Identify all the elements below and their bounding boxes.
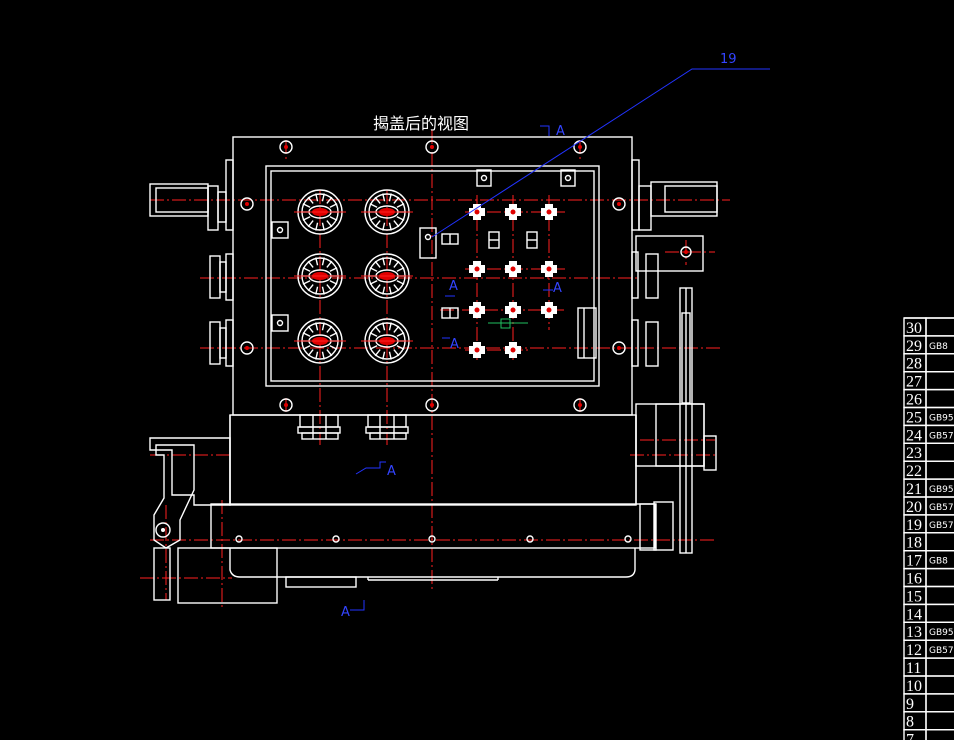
terminal-post (469, 261, 485, 277)
part-number: 17 (906, 553, 922, 570)
part-number: 12 (906, 642, 922, 659)
parts-list-row[interactable]: 10 (903, 675, 954, 695)
part-code: GB95 (929, 485, 954, 495)
part-number: 26 (906, 392, 922, 409)
parts-list-row[interactable]: 18 (903, 532, 954, 552)
part-number: 25 (906, 409, 922, 426)
part-number: 21 (906, 481, 922, 498)
parts-list-row[interactable]: 8 (903, 711, 954, 731)
part-number: 20 (906, 499, 922, 516)
part-number: 30 (906, 320, 922, 337)
terminal-post (505, 204, 521, 220)
rotary-knob (361, 318, 413, 364)
parts-list-row[interactable]: 16 (903, 567, 954, 588)
parts-list-row[interactable]: 20 GB57 (903, 496, 954, 516)
interior-brackets (271, 169, 597, 359)
part-number: 29 (906, 338, 922, 355)
terminal-post (541, 204, 557, 220)
view-title: 揭盖后的视图 (373, 114, 469, 133)
rotary-knobs (294, 189, 413, 364)
terminal-post (505, 302, 521, 318)
part-code: GB57 (929, 431, 954, 441)
part-number: 24 (906, 427, 922, 444)
part-number: 9 (906, 696, 914, 713)
terminal-post (541, 302, 557, 318)
section-label: A (553, 281, 562, 296)
terminal-post (505, 342, 521, 358)
rotary-knob (294, 189, 346, 235)
parts-list-row[interactable]: 28 (903, 353, 954, 373)
section-label: A (450, 337, 459, 352)
parts-list-row[interactable]: 23 (903, 442, 954, 462)
section-label: A (449, 279, 458, 294)
rotary-knob (294, 253, 346, 299)
parts-list-row[interactable]: 26 (903, 388, 954, 409)
main-housing (210, 136, 674, 588)
rotary-knob (294, 318, 346, 364)
terminal-post (505, 261, 521, 277)
part-number: 15 (906, 588, 922, 605)
part-code: GB57 (929, 521, 954, 531)
centerlines (140, 130, 730, 608)
parts-list-row[interactable]: 19 GB57 (903, 514, 954, 534)
parts-list-row[interactable]: 13 GB95 (903, 621, 954, 641)
rotary-knob (361, 189, 413, 235)
part-number: 19 (906, 517, 922, 534)
housing-bolts (235, 140, 692, 543)
part-code: GB8 (929, 557, 948, 567)
terminal-post (469, 342, 485, 358)
parts-list-row[interactable]: 30 (903, 317, 954, 337)
part-code: GB8 (929, 342, 948, 352)
part-number: 14 (906, 606, 922, 623)
left-side-fittings (149, 159, 278, 604)
parts-list-row[interactable]: 24 GB57 (903, 424, 954, 444)
parts-list-row[interactable]: 25 GB95 (903, 406, 954, 427)
terminal-post (541, 261, 557, 277)
part-number: 16 (906, 571, 922, 588)
part-number: 8 (906, 714, 914, 731)
right-side-fittings (631, 159, 718, 554)
section-annotations: 19 A A A A A A (341, 52, 770, 620)
section-label: A (387, 464, 396, 479)
parts-list-row[interactable]: 17 GB8 (903, 550, 954, 570)
parts-list-row[interactable]: 9 (903, 693, 954, 713)
part-number: 10 (906, 678, 922, 695)
terminal-post (469, 204, 485, 220)
part-number: 27 (906, 374, 922, 391)
part-number: 11 (906, 660, 921, 677)
part-number: 28 (906, 356, 922, 373)
parts-list-row[interactable]: 27 (903, 371, 954, 391)
section-label: A (556, 124, 565, 139)
cable-glands (297, 414, 409, 440)
part-code: GB95 (929, 628, 954, 638)
terminal-posts (469, 204, 557, 358)
part-number: 13 (906, 624, 922, 641)
part-number: 18 (906, 535, 922, 552)
section-label: A (341, 605, 350, 620)
parts-list-row[interactable]: 14 (903, 603, 954, 623)
parts-list-row[interactable]: 12 GB57 (903, 639, 954, 659)
parts-list-row[interactable]: 22 (903, 460, 954, 480)
parts-list-row[interactable]: 21 GB95 (903, 478, 954, 498)
part-code: GB57 (929, 646, 954, 656)
parts-list-row[interactable]: 7 (903, 729, 954, 740)
parts-list-row[interactable]: 11 (903, 657, 954, 677)
rotary-knob (361, 253, 413, 299)
part-number: 23 (906, 445, 922, 462)
terminal-post (469, 302, 485, 318)
part-number: 7 (906, 732, 914, 740)
parts-list-row[interactable]: 29 GB8 (903, 335, 954, 355)
part-code: GB95 (929, 413, 954, 423)
part-code: GB57 (929, 503, 954, 513)
balloon-label: 19 (720, 52, 737, 67)
part-number: 22 (906, 463, 922, 480)
parts-list-row[interactable]: 15 (903, 585, 954, 606)
